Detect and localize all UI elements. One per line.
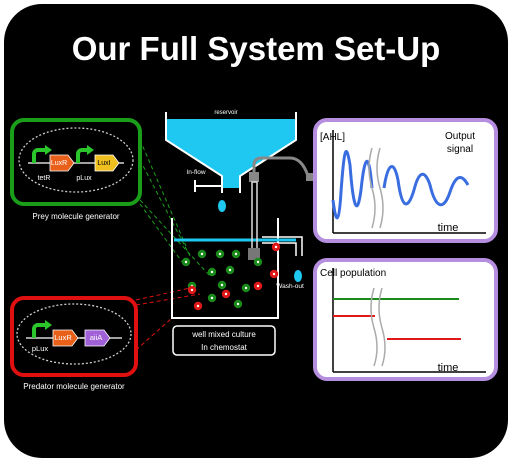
prey-gene-plux: pLux xyxy=(76,175,92,182)
cell-nucleus xyxy=(244,286,248,290)
cell-nucleus xyxy=(200,252,204,256)
cell-nucleus xyxy=(196,304,200,308)
prey-plasmid xyxy=(18,127,134,193)
culture-caption-box xyxy=(172,325,276,356)
cell-nucleus xyxy=(190,288,194,292)
population-x-label: time xyxy=(438,362,459,374)
probe-head xyxy=(249,172,259,182)
probe-cable xyxy=(252,156,310,177)
prey-gene-tetr: tetR xyxy=(38,175,51,182)
cell-nucleus xyxy=(274,245,278,249)
probe-tip xyxy=(248,248,260,260)
cell-nucleus xyxy=(184,260,188,264)
culture-vessel xyxy=(171,218,279,319)
reservoir xyxy=(166,119,296,188)
predator-gene-plux: pLux xyxy=(32,344,49,353)
population-break-mark-1 xyxy=(370,287,378,367)
chemostat: reservoir In-flow Wash-out well mixed cu… xyxy=(165,110,314,356)
population-panel-box xyxy=(313,258,498,381)
culture-caption-line1: well mixed culture xyxy=(191,330,256,339)
output-y-label: [AHL] xyxy=(320,132,345,143)
output-break-mark-1 xyxy=(368,147,376,229)
plux-promoter-icon xyxy=(76,148,88,163)
output-title-line2: signal xyxy=(447,144,473,155)
population-title: Cell population xyxy=(320,268,386,279)
population-break-mark-2 xyxy=(378,287,386,367)
cell-nucleus xyxy=(228,268,232,272)
predator-plux-promoter-icon xyxy=(32,323,46,338)
probe-connector xyxy=(306,173,314,181)
cell-population xyxy=(181,242,281,311)
output-signal-panel: [AHL] Output signal time xyxy=(313,118,498,243)
output-signal-curve-late xyxy=(382,165,470,207)
washout-label: Wash-out xyxy=(276,283,304,290)
cell-nucleus xyxy=(272,272,276,276)
predator-generator: pLux LuxR aiiA Predator molecule generat… xyxy=(10,296,138,391)
predator-gene-luxr: LuxR xyxy=(54,333,72,342)
cell-nucleus xyxy=(224,292,228,296)
prey-gene-luxi: LuxI xyxy=(97,160,110,167)
predator-caption: Predator molecule generator xyxy=(23,382,125,391)
predator-plasmid xyxy=(16,303,132,365)
cell-nucleus xyxy=(218,252,222,256)
washout-drop xyxy=(294,270,302,282)
prey-gene-luxr: LuxR xyxy=(51,160,67,167)
predator-connectors xyxy=(135,287,201,351)
cell-nucleus xyxy=(220,283,224,287)
inflow-drop xyxy=(218,200,226,212)
slide-title: Our Full System Set-Up xyxy=(72,30,441,67)
tetr-promoter-icon xyxy=(32,148,46,163)
output-break-mark-2 xyxy=(376,147,384,229)
output-title-line1: Output xyxy=(445,131,475,142)
reservoir-label: reservoir xyxy=(214,110,237,116)
output-signal-curve-early xyxy=(331,150,374,220)
luxr-gene-icon xyxy=(49,154,75,172)
culture-caption-line2: In chemostat xyxy=(201,343,248,352)
inflow-label: In-flow xyxy=(186,169,205,176)
predator-luxr-gene-icon xyxy=(52,329,79,347)
luxi-gene-icon xyxy=(94,154,120,172)
prey-caption: Prey molecule generator xyxy=(32,212,119,221)
cell-nucleus xyxy=(210,270,214,274)
cell-nucleus xyxy=(236,302,240,306)
predator-gene-aiia: aiiA xyxy=(90,333,103,342)
prey-generator: tetR LuxR pLux LuxI Prey molecule genera… xyxy=(10,118,142,221)
cell-nucleus xyxy=(234,252,238,256)
cell-nucleus xyxy=(210,296,214,300)
prey-connectors xyxy=(139,139,211,277)
output-x-label: time xyxy=(438,222,459,234)
cell-nucleus xyxy=(256,260,260,264)
aiia-gene-icon xyxy=(84,329,111,347)
cell-nucleus xyxy=(256,284,260,288)
cell-population-panel: Cell population time xyxy=(313,258,498,381)
output-panel-box xyxy=(313,118,498,243)
